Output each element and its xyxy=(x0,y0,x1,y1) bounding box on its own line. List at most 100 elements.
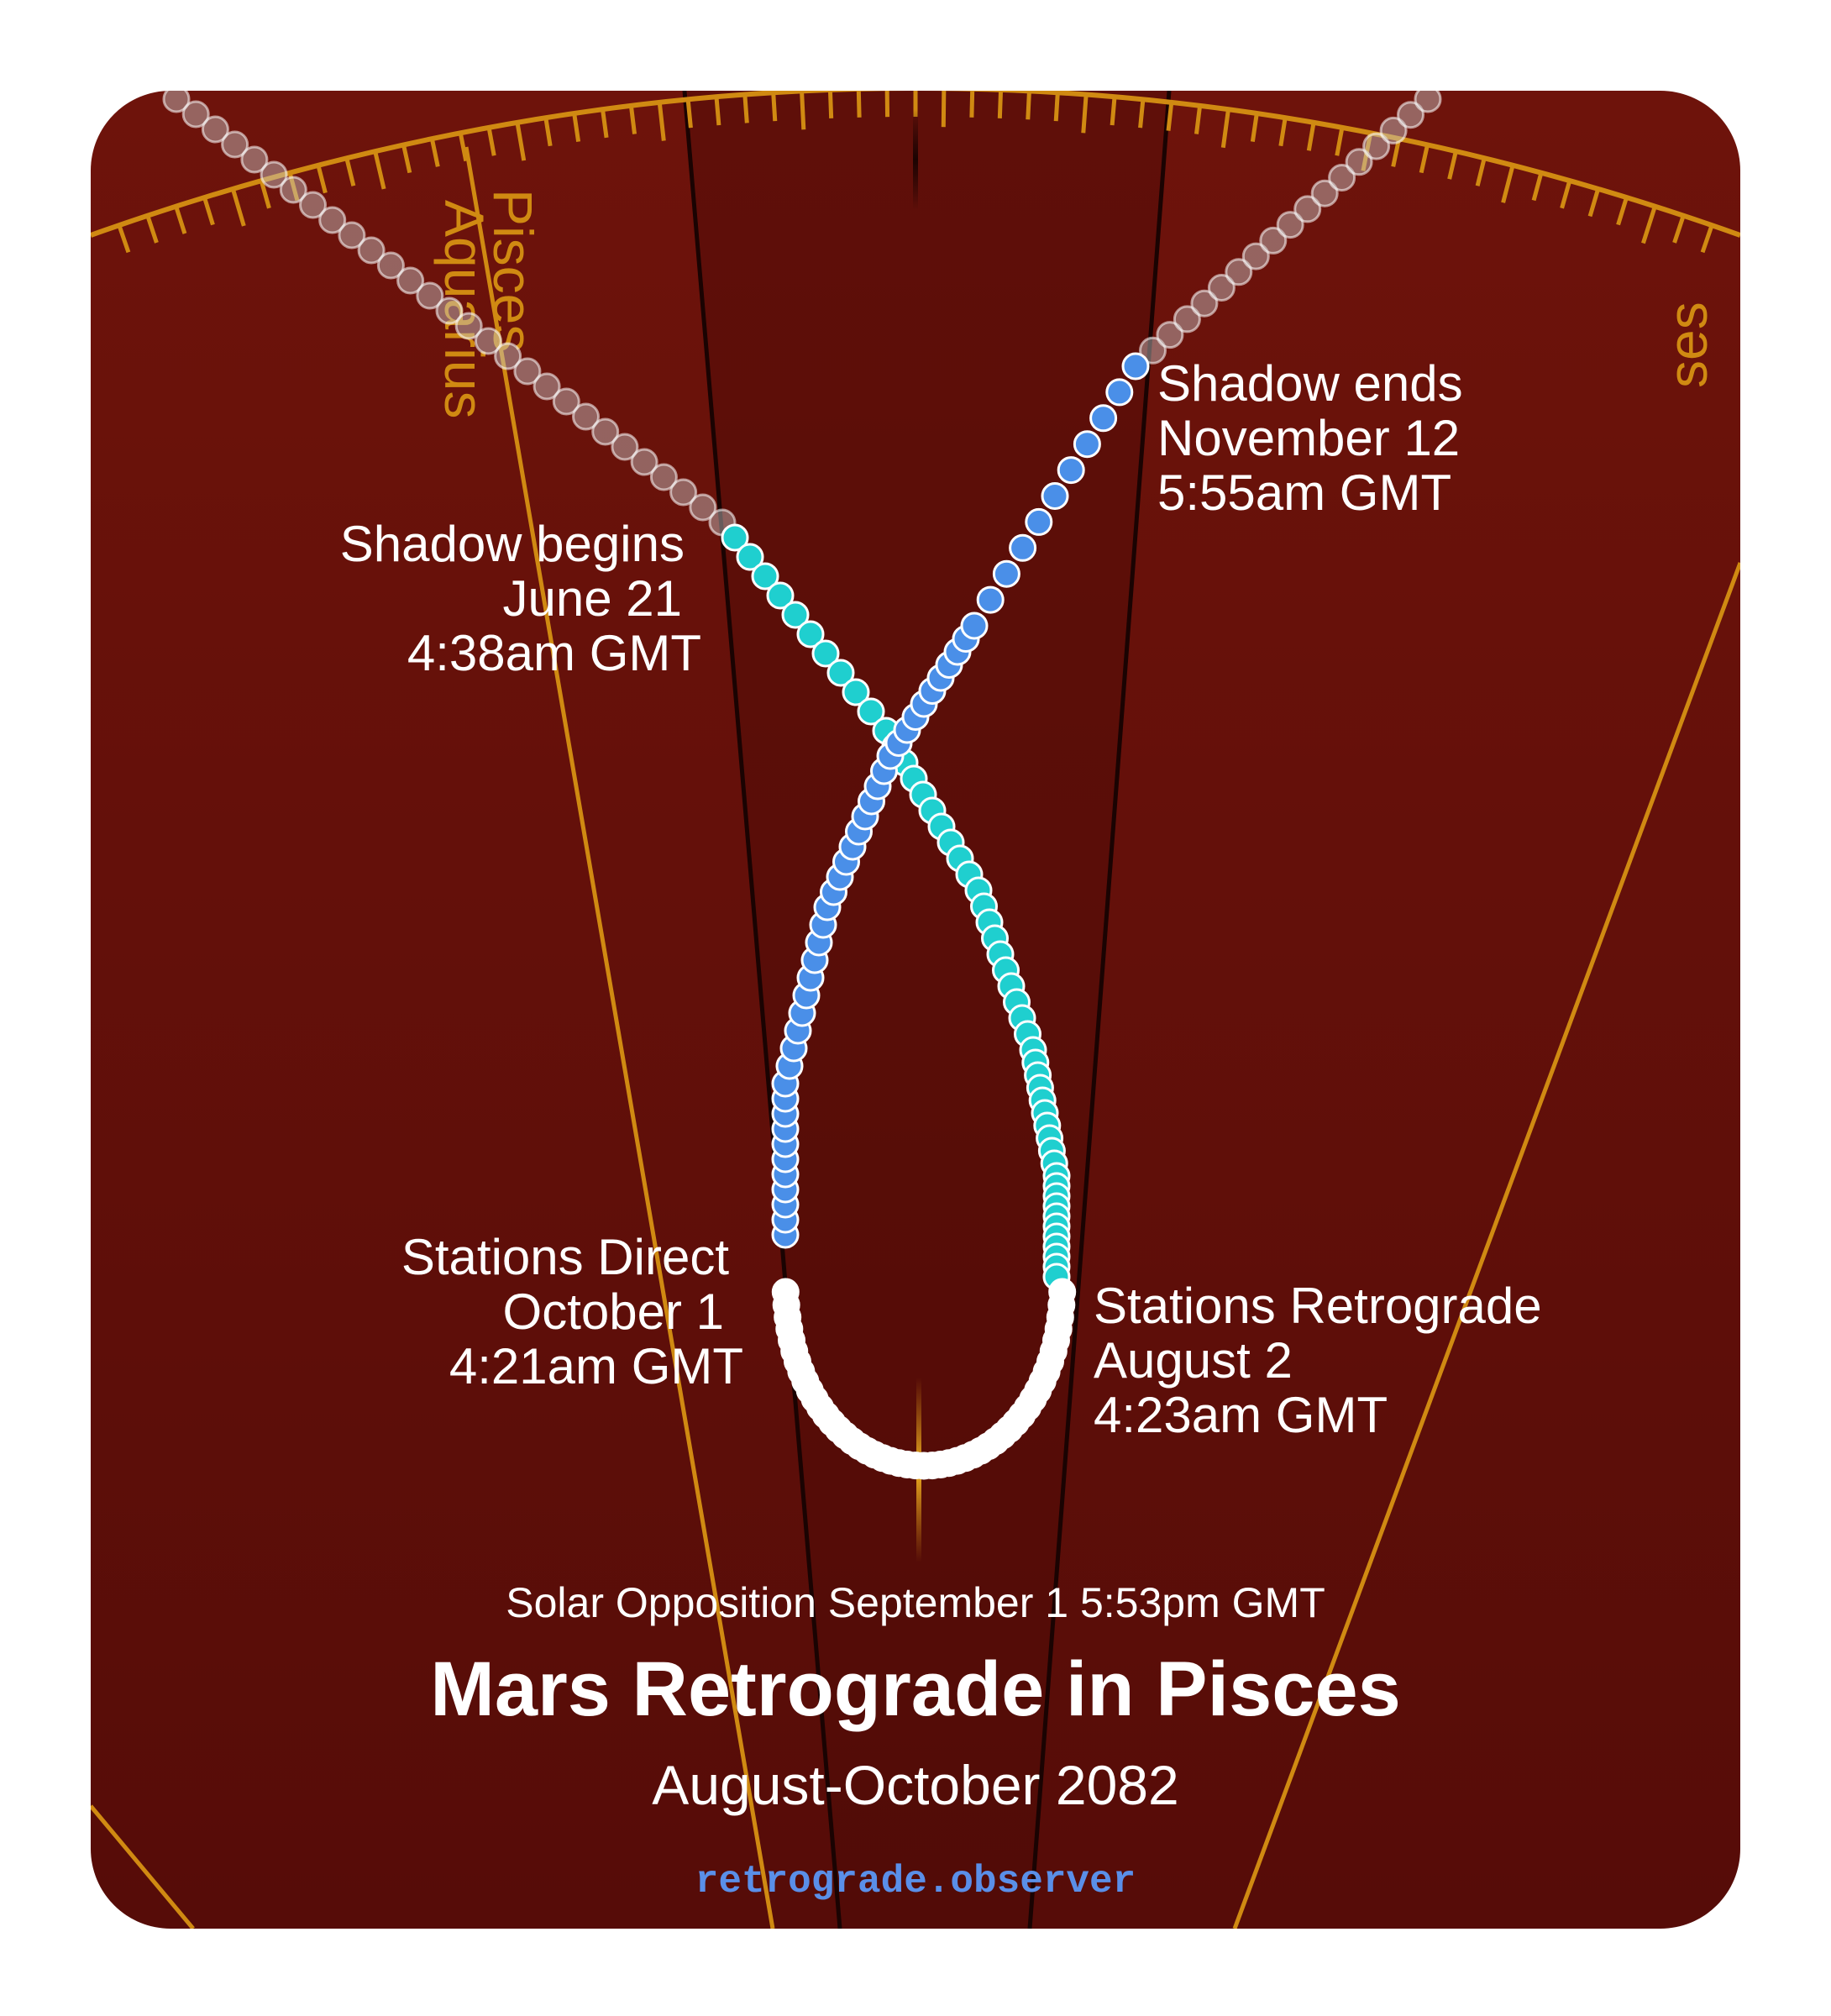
trail-dot xyxy=(260,160,288,189)
ecliptic-tick xyxy=(1110,96,1117,126)
trail-dot xyxy=(1362,132,1391,160)
ecliptic-tick xyxy=(1587,188,1601,218)
ecliptic-tick xyxy=(429,138,440,167)
ecliptic-tick xyxy=(1194,105,1203,134)
ecliptic-tick xyxy=(1335,127,1345,156)
trail-dot xyxy=(181,100,210,129)
trail-dot xyxy=(416,281,444,310)
pre-retrograde-dot xyxy=(857,697,885,726)
sign-label-aquarius: Aquarius xyxy=(433,200,496,419)
post-retrograde-dot xyxy=(1057,456,1085,485)
trail-dot xyxy=(1173,305,1201,333)
ecliptic-tick xyxy=(800,91,806,130)
trail-dot xyxy=(474,327,502,355)
pre-retrograde-dot xyxy=(811,639,840,668)
label-shadow-ends: Shadow ends November 12 5:55am GMT xyxy=(1157,355,1463,521)
website-link[interactable]: retrograde.observer xyxy=(695,1860,1136,1903)
zenith-mark xyxy=(913,109,918,210)
trail-dot xyxy=(1156,321,1184,349)
ecliptic-tick xyxy=(1672,214,1686,244)
ecliptic-tick xyxy=(1501,165,1515,203)
ecliptic-tick xyxy=(969,91,975,118)
ecliptic-tick xyxy=(742,94,749,123)
trail-dot xyxy=(552,387,580,416)
sign-boundary-aquarius-pisces xyxy=(464,146,775,1929)
page-subtitle: August-October 2082 xyxy=(652,1754,1178,1816)
stations-retrograde-date: August 2 xyxy=(1094,1332,1293,1389)
trail-dot xyxy=(1190,289,1219,318)
ecliptic-tick xyxy=(458,132,469,162)
ecliptic-tick xyxy=(1306,122,1316,151)
ecliptic-tick xyxy=(685,99,693,129)
trail-dot xyxy=(1397,101,1424,129)
trail-dot xyxy=(591,417,620,446)
ecliptic-tick xyxy=(1138,99,1146,129)
sign-boundary-pisces-aries xyxy=(1232,562,1740,1929)
post-retrograde-dot xyxy=(1089,404,1118,433)
ecliptic-tick xyxy=(1447,150,1458,180)
ecliptic-tick xyxy=(827,91,834,118)
dark-ray-left xyxy=(682,91,842,1929)
trail-dot xyxy=(1139,336,1167,365)
sign-boundary-lower-left xyxy=(91,1804,195,1929)
ecliptic-tick xyxy=(1220,108,1230,149)
trail-dot xyxy=(689,493,717,522)
ecliptic-tick xyxy=(714,96,721,126)
pre-retrograde-dot xyxy=(766,581,795,610)
post-retrograde-dot xyxy=(960,612,989,640)
pre-retrograde-dot xyxy=(826,659,855,687)
post-retrograde-dot xyxy=(1041,482,1069,510)
ecliptic-tick xyxy=(997,91,1004,118)
trail-dot xyxy=(1207,274,1236,302)
ecliptic-tick xyxy=(202,197,215,226)
trail-dot xyxy=(669,478,698,507)
ecliptic-tick xyxy=(1278,117,1288,147)
trail-dot xyxy=(1328,164,1356,192)
opposition-text: Solar Opposition September 1 5:53pm GMT xyxy=(506,1579,1325,1626)
pre-retrograde-dot xyxy=(842,678,870,706)
ecliptic-tick xyxy=(515,122,527,161)
pre-retrograde-dot xyxy=(781,601,810,629)
trail-dot xyxy=(649,463,678,491)
ecliptic-tick xyxy=(1053,92,1060,122)
trail-dot xyxy=(221,130,249,159)
ecliptic-tick xyxy=(601,108,609,139)
ecliptic-tick xyxy=(401,144,412,174)
trail-dot xyxy=(494,342,522,370)
trail-dot xyxy=(396,266,425,295)
trail-dot xyxy=(611,433,639,461)
ecliptic-tick xyxy=(373,150,386,190)
stations-direct-time: 4:21am GMT xyxy=(449,1338,743,1394)
trail-dot xyxy=(1225,258,1253,286)
ecliptic-tick xyxy=(543,117,553,147)
ecliptic-tick xyxy=(230,188,246,227)
dark-ray-right xyxy=(1027,91,1172,1929)
ecliptic-tick xyxy=(117,224,131,254)
trail-dot xyxy=(376,251,405,280)
shadow-begins-date: June 21 xyxy=(502,570,682,627)
pre-retrograde-dot xyxy=(721,523,749,552)
ecliptic-arc xyxy=(91,91,1740,238)
trail-dot xyxy=(1345,148,1373,176)
post-retrograde-dot xyxy=(1121,352,1150,381)
ecliptic-tick xyxy=(1419,144,1430,174)
trail-dot xyxy=(1293,195,1322,223)
ecliptic-tick xyxy=(1250,113,1259,142)
post-retrograde-dot xyxy=(1009,533,1037,562)
ecliptic-tick xyxy=(1616,197,1629,226)
trail-dot xyxy=(240,145,269,174)
mars-path xyxy=(162,91,1442,1480)
trail-dot xyxy=(279,176,307,204)
ecliptic-tick xyxy=(1026,91,1031,120)
ecliptic-tick xyxy=(1166,102,1174,131)
post-retrograde-dot xyxy=(1105,378,1134,407)
post-retrograde-dot xyxy=(976,585,1005,614)
trail-dot xyxy=(454,312,483,340)
trail-dot xyxy=(162,91,191,113)
trail-dot xyxy=(533,372,561,401)
pre-retrograde-dot xyxy=(796,620,825,648)
ecliptic-tick xyxy=(1475,157,1487,186)
trail-dot xyxy=(318,206,347,234)
label-stations-direct: Stations Direct October 1 4:21am GMT xyxy=(401,1229,743,1394)
